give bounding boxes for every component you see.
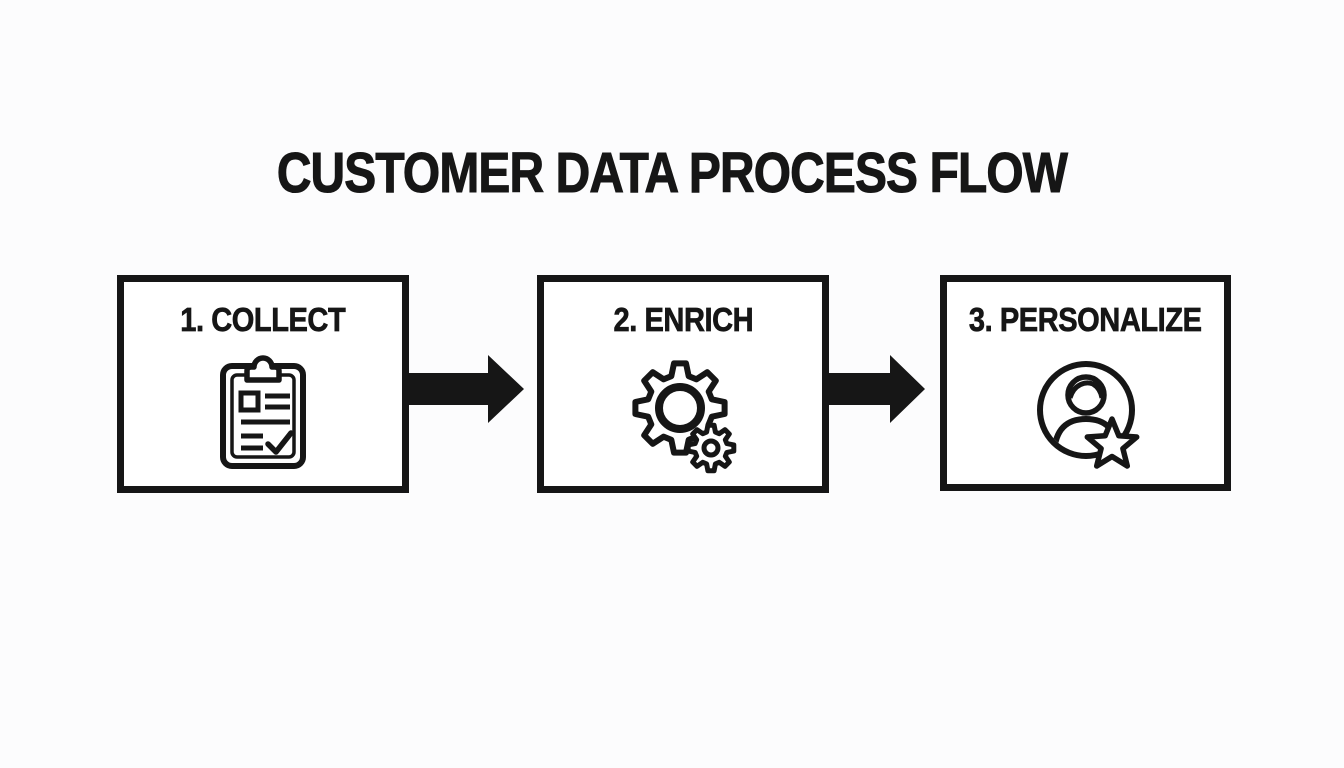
page-title: CUSTOMER DATA PROCESS FLOW — [276, 140, 1068, 205]
step-label: 1. COLLECT — [180, 301, 346, 339]
clipboard-checklist-icon — [220, 354, 306, 469]
gears-icon — [632, 359, 737, 473]
flow-step-enrich: 2. ENRICH — [537, 275, 829, 493]
step-label: 3. PERSONALIZE — [969, 301, 1203, 339]
step-label: 2. ENRICH — [613, 301, 754, 339]
user-star-icon — [1036, 360, 1139, 469]
flow-arrow-1 — [409, 355, 524, 423]
flow-step-personalize: 3. PERSONALIZE — [940, 275, 1231, 491]
flow-step-collect: 1. COLLECT — [117, 275, 409, 493]
flow-arrow-2 — [829, 355, 925, 423]
